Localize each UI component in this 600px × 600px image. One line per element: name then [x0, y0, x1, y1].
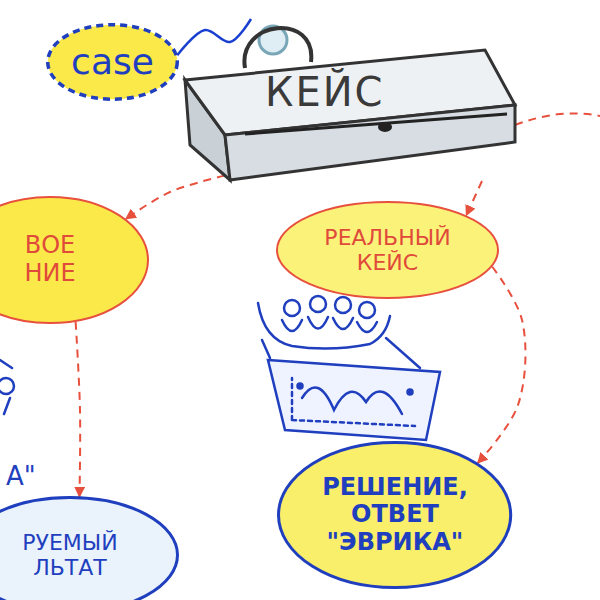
case-front — [225, 105, 515, 180]
head — [359, 302, 375, 318]
handle — [244, 28, 311, 68]
node-text: РЕШЕНИЕ, ОТВЕТ "ЭВРИКА" — [315, 474, 475, 557]
lock — [378, 122, 392, 132]
chart-dot — [298, 384, 303, 389]
icon-circle — [0, 378, 14, 394]
node-text: РЕАЛЬНЫЙ КЕЙС — [313, 225, 463, 276]
text-block: КЕЙС — [265, 72, 385, 112]
briefcase: КЕЙС — [185, 10, 515, 190]
lid-line — [245, 114, 507, 134]
head — [310, 296, 326, 312]
oval-shape — [0, 197, 148, 323]
oval-shape — [48, 25, 178, 100]
oval-shape — [279, 443, 511, 588]
icon-stroke — [0, 360, 12, 414]
result-oval: РЕШЕНИЕ, ОТВЕТ "ЭВРИКА" — [276, 440, 513, 590]
chart-icon — [268, 360, 440, 440]
connector — [126, 176, 225, 219]
connector — [466, 181, 482, 215]
text-block: РЕАЛЬНЫЙ КЕЙС — [313, 225, 463, 276]
head — [284, 300, 300, 316]
connector — [76, 322, 81, 497]
connector — [478, 267, 526, 463]
topic-oval: ВОЕ НИЕ — [0, 195, 150, 325]
group-arc — [258, 303, 390, 349]
oval-shape — [0, 498, 178, 600]
text-block: РУЕМЫЙ ЛЬТАТ — [10, 530, 130, 581]
topic-oval: РЕАЛЬНЫЙ КЕЙС — [275, 200, 500, 300]
people-icon — [258, 296, 420, 368]
dashed-arrow — [515, 113, 600, 125]
text-fragment: А" — [4, 462, 38, 491]
node-text: case — [71, 41, 154, 82]
chart-axis — [292, 378, 415, 426]
text-block: ВОЕ НИЕ — [15, 232, 85, 287]
term-bubble: case — [45, 22, 180, 102]
node-text: КЕЙС — [265, 72, 385, 112]
text-block: РЕШЕНИЕ, ОТВЕТ "ЭВРИКА" — [315, 474, 475, 557]
connector — [177, 19, 251, 55]
node-text: ВОЕ НИЕ — [15, 232, 85, 287]
chart-dot — [408, 390, 413, 395]
text-block: case — [71, 41, 154, 82]
head — [335, 297, 351, 313]
bodies — [282, 317, 377, 332]
result-oval: РУЕМЫЙ ЛЬТАТ — [0, 495, 180, 600]
chart-curve — [302, 387, 402, 414]
chart-board — [268, 360, 440, 440]
node-text: РУЕМЫЙ ЛЬТАТ — [10, 530, 130, 581]
cropped-icon — [0, 360, 14, 414]
oval-shape — [277, 202, 498, 298]
